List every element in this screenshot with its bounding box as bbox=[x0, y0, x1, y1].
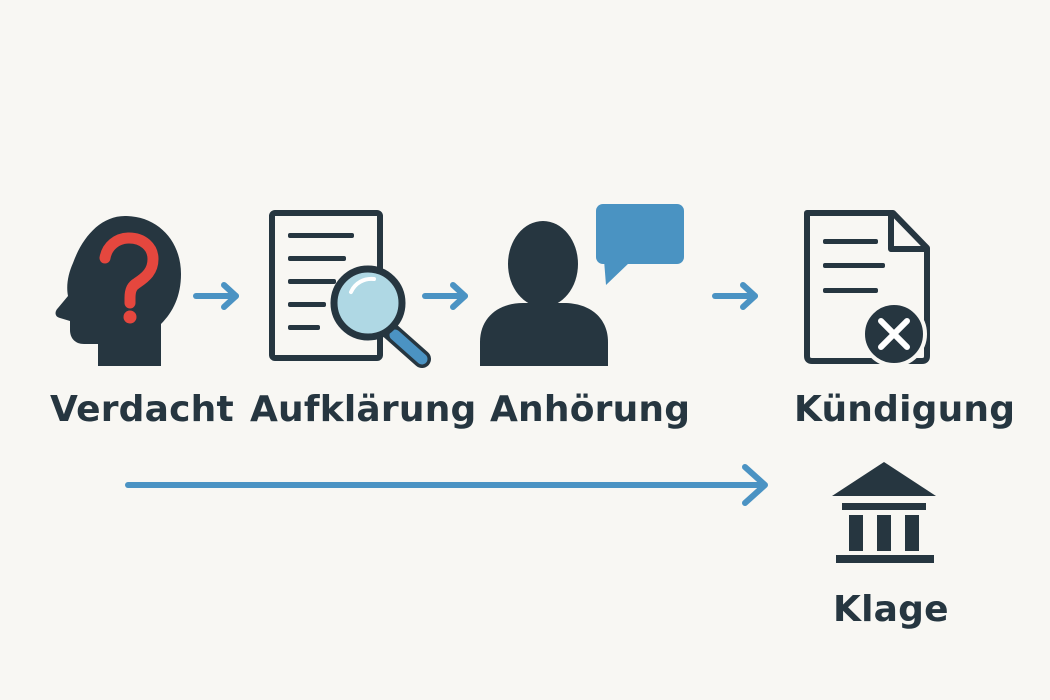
step-label-verdacht: Verdacht bbox=[50, 389, 234, 430]
long-arrow-right-icon bbox=[125, 464, 768, 506]
document-cancel-icon bbox=[804, 210, 930, 367]
head-question-icon bbox=[55, 216, 181, 366]
arrow-right-icon bbox=[422, 282, 468, 310]
arrow-right-icon bbox=[712, 282, 758, 310]
document-magnifier-icon bbox=[269, 210, 431, 368]
arrow-right-icon bbox=[193, 282, 239, 310]
person-speech-bubble-icon bbox=[480, 204, 684, 366]
step-label-klage: Klage bbox=[833, 589, 949, 630]
step-label-anhoerung: Anhörung bbox=[490, 389, 691, 430]
step-label-kuendigung: Kündigung bbox=[794, 389, 1016, 430]
courthouse-icon bbox=[832, 462, 936, 563]
step-label-aufklaerung: Aufklärung bbox=[250, 389, 477, 430]
